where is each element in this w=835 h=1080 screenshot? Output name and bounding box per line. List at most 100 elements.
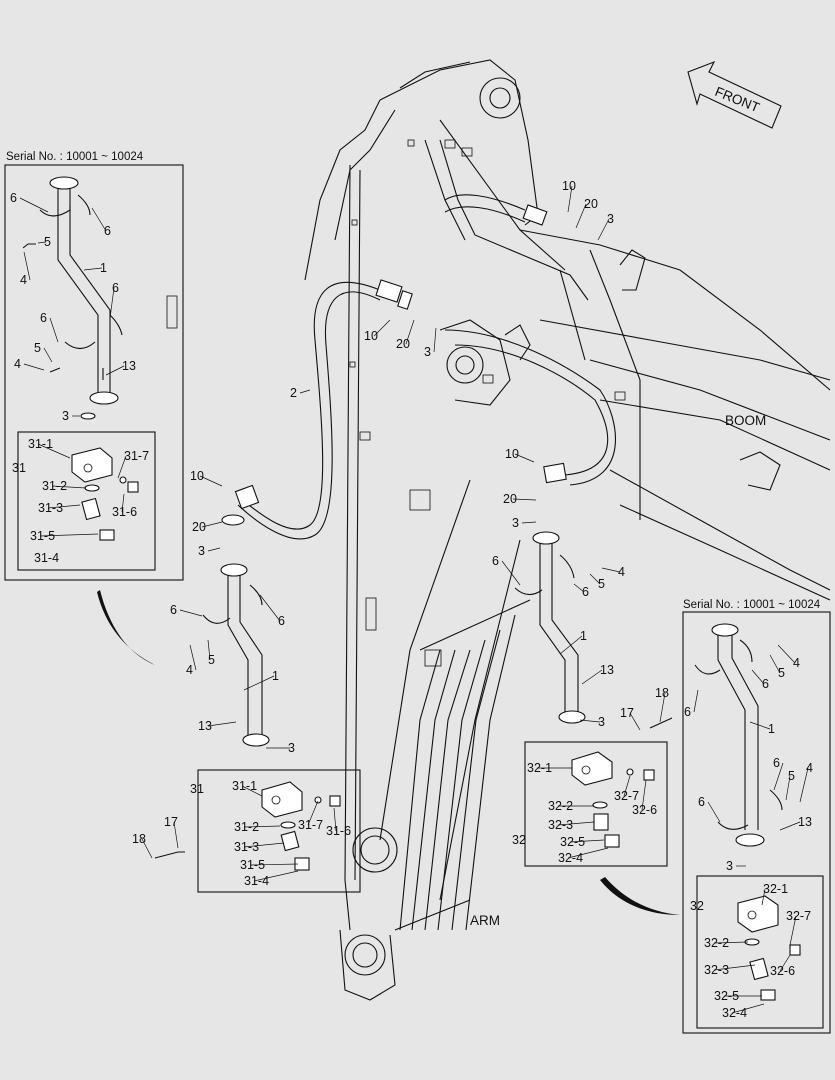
part-callout-1: 1 [768,722,775,736]
boom-structure [304,59,831,881]
callout-leader-line [47,504,81,509]
diagram-region-labels: BOOM ARM [470,413,766,928]
callout-leader-line [19,197,49,213]
front-arrow-icon: FRONT [687,60,782,129]
part-callout-5: 5 [208,653,215,667]
callout-leader-line [39,533,99,537]
callout-leader-line [201,521,223,528]
callout-leader-line [189,644,197,671]
center-right-pipe-assembly [514,531,673,867]
part-callout-6: 6 [10,191,17,205]
callout-leader-line [49,317,59,343]
callout-leader-line [83,267,103,271]
callout-leader-line [243,825,281,828]
callout-leader-line [117,455,127,479]
callout-leader-line [43,347,53,363]
callout-leader-line [559,635,583,655]
part-callout-6: 6 [40,311,47,325]
callout-leader-line [179,609,203,617]
callout-leader-line [243,842,285,848]
callout-leader-line [579,719,601,723]
part-callout-5: 5 [778,666,785,680]
callout-leader-line [141,838,153,859]
part-callout-6: 6 [762,677,769,691]
part-callout-31-2: 31-2 [42,479,67,493]
callout-leader-line [693,689,699,713]
part-callout-32: 32 [690,899,704,913]
callout-leader-line [109,287,115,319]
callout-leader-line [779,821,801,831]
callout-leader-line [405,319,415,345]
callout-leader-line [557,821,595,826]
part-callout-4: 4 [806,761,813,775]
part-callout-32-1: 32-1 [527,761,552,775]
callout-leader-line [37,443,71,459]
part-callout-32-6: 32-6 [770,964,795,978]
part-callout-31-7: 31-7 [298,818,323,832]
callout-leader-line [567,847,609,859]
right-inset-panel: Serial No. : 10001 ~ 10024 [600,599,831,1034]
part-callout-31-2: 31-2 [234,820,259,834]
callout-leader-line [589,573,601,585]
callout-leader-line [299,389,311,394]
callout-leader-line [173,821,179,849]
part-callout-6: 6 [773,756,780,770]
part-callout-13: 13 [122,359,136,373]
callout-leader-line [779,954,791,972]
part-callout-6: 6 [582,585,589,599]
part-callout-6: 6 [278,614,285,628]
part-callout-5: 5 [44,235,51,249]
callout-leader-line [597,218,610,241]
callout-leader-line [749,721,771,730]
part-callout-32-4: 32-4 [722,1006,747,1020]
part-callout-3: 3 [726,859,733,873]
callout-leader-line [207,721,237,727]
part-callout-3: 3 [62,409,69,423]
part-callout-4: 4 [14,357,21,371]
callout-leader-line [253,870,299,882]
part-callout-3: 3 [512,516,519,530]
callout-leader-line [573,583,585,593]
callout-leader-line [761,888,766,906]
front-label: FRONT [713,84,762,115]
part-callout-32-3: 32-3 [704,963,729,977]
part-callout-13: 13 [600,663,614,677]
part-callout-31-5: 31-5 [240,858,265,872]
callout-leader-line [641,779,647,811]
part-callout-6: 6 [684,705,691,719]
callout-leader-line [514,453,535,463]
left-inset-panel: Serial No. : 10001 ~ 10024 [4,151,184,665]
callout-leader-line [601,567,621,573]
part-callout-3: 3 [424,345,431,359]
callout-leader-line [751,669,765,685]
hose-2 [234,194,616,540]
callout-leader-line [521,521,537,524]
callout-leader-line [23,251,31,281]
part-callout-3: 3 [198,544,205,558]
callout-leader-line [623,775,631,797]
callout-leader-line [37,241,47,244]
part-callout-31-1: 31-1 [232,779,257,793]
part-callout-31-7: 31-7 [124,449,149,463]
callout-leader-line [629,712,641,731]
callout-leader-line [799,767,809,803]
callout-leader-line [512,498,537,501]
part-callout-20: 20 [192,520,206,534]
part-callout-6: 6 [112,281,119,295]
arm-label: ARM [470,913,500,928]
callout-leader-line [307,800,319,826]
part-callout-3: 3 [607,212,614,226]
callout-leader-line [121,493,125,513]
part-callout-4: 4 [186,663,193,677]
serial-right-label: Serial No. : 10001 ~ 10024 [683,599,821,611]
callout-leader-line [713,941,749,944]
callout-leader-line [259,594,281,622]
part-callout-31-5: 31-5 [30,529,55,543]
part-callout-31-4: 31-4 [34,551,59,565]
part-callout-32-7: 32-7 [614,789,639,803]
part-callout-6: 6 [170,603,177,617]
callout-leader-line [713,964,756,971]
part-callout-4: 4 [618,565,625,579]
